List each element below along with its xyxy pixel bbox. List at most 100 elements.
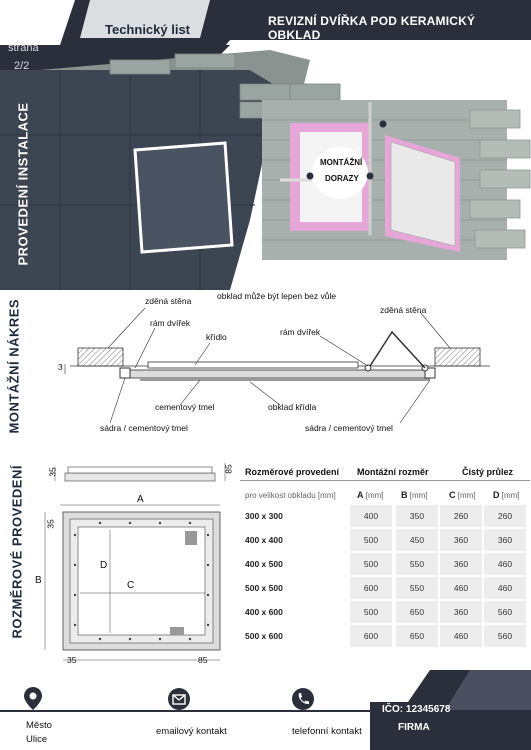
footer-phone[interactable]: telefonní kontakt (292, 726, 362, 737)
table-cell-value: 500 (363, 607, 379, 617)
page-number: 2/2 (14, 60, 30, 72)
footer-street: Ulice (26, 734, 48, 745)
table-cell-value: 600 (363, 631, 379, 641)
table-cell-bg (440, 577, 482, 599)
table-cell-value: 450 (409, 535, 425, 545)
label-right-wall: zděná stěna (380, 305, 427, 315)
label-left-wall: zděná stěna (145, 296, 192, 306)
table-cell-value: 350 (409, 511, 425, 521)
table-cell-value: 650 (409, 631, 425, 641)
table-cell-bg (396, 601, 438, 623)
table-header-mounting: Montážní rozměr (357, 467, 429, 477)
table-cell-bg (440, 553, 482, 575)
table-cell-bg (350, 529, 392, 551)
table-cell-bg (484, 505, 526, 527)
table-cell-bg (350, 577, 392, 599)
table-cell-bg (396, 625, 438, 647)
table-cell-value: 650 (409, 607, 425, 617)
dim-D: D (100, 560, 108, 571)
table-cell-value: 550 (409, 583, 425, 593)
table-cell-bg (484, 529, 526, 551)
table-cell-bg (396, 577, 438, 599)
table-cell-bg (484, 577, 526, 599)
dimensions-table: Rozměrové provedení Montážní rozměr Čist… (240, 463, 530, 663)
label-plaster-right: sádra / cementový tmel (305, 423, 393, 433)
table-cell-bg (484, 625, 526, 647)
table-cell-bg (396, 505, 438, 527)
table-cell-tile-size: 500 x 500 (245, 583, 283, 593)
installation-render (0, 50, 531, 290)
table-cell-value: 460 (453, 583, 469, 593)
footer-company: FIRMA (398, 722, 430, 733)
page-label: strana (8, 42, 39, 54)
mounting-diagram (64, 307, 490, 424)
table-cell-bg (440, 529, 482, 551)
table-cell-value: 560 (497, 607, 513, 617)
footer-background (0, 670, 531, 750)
section-dimensions-label: ROZMĚROVÉ PROVEDENÍ (9, 465, 25, 639)
section-installation-label: PROVEDENÍ INSTALACE (15, 102, 31, 266)
location-icon (22, 686, 44, 710)
table-cell-bg (396, 529, 438, 551)
table-cell-value: 460 (453, 631, 469, 641)
table-cell-value: 360 (453, 535, 469, 545)
table-cell-value: 360 (453, 559, 469, 569)
dim-C: C (127, 580, 135, 591)
note-tile-no-gap: obklad může být lepen bez vůle (217, 291, 337, 301)
table-subheader-A: A [mm] (357, 490, 384, 500)
dimension-drawing (44, 463, 226, 661)
header-right-title: REVIZNÍ DVÍŘKA POD KERAMICKÝ OBKLAD (268, 14, 476, 42)
dim-85-top: 85 (223, 464, 234, 474)
callout-line1: MONTÁŽNÍ (320, 158, 363, 167)
table-subheader-C: C [mm] (449, 490, 476, 500)
table-cell-tile-size: 300 x 300 (245, 511, 283, 521)
table-cell-bg (350, 601, 392, 623)
label-plaster-left: sádra / cementový tmel (100, 423, 188, 433)
table-header-variant: Rozměrové provedení (245, 467, 340, 477)
callout-line2: DORAZY (325, 174, 359, 183)
table-cell-bg (440, 505, 482, 527)
table-cell-value: 550 (409, 559, 425, 569)
header-left-title: Technický list (105, 22, 191, 37)
label-dimension-3: 3 (58, 362, 63, 372)
dim-B: B (35, 575, 42, 586)
dim-A: A (137, 494, 144, 505)
label-wing-tiling: obklad křídla (268, 402, 317, 412)
table-cell-value: 600 (363, 583, 379, 593)
table-cell-bg (350, 553, 392, 575)
table-cell-bg (350, 625, 392, 647)
table-cell-value: 400 (363, 511, 379, 521)
table-cell-value: 260 (497, 511, 513, 521)
table-cell-bg (484, 601, 526, 623)
footer-ico: IČO: 12345678 (382, 704, 451, 715)
table-cell-value: 260 (453, 511, 469, 521)
dim-35-top: 35 (47, 467, 58, 477)
label-frame-left: rám dvířek (150, 318, 191, 328)
table-cell-bg (440, 601, 482, 623)
footer-city: Město (26, 720, 52, 731)
table-header-clear-opening: Čistý průlez (462, 467, 514, 477)
label-cement-mortar: cementový tmel (155, 402, 215, 412)
table-cell-tile-size: 500 x 600 (245, 631, 283, 641)
table-cell-tile-size: 400 x 500 (245, 559, 283, 569)
email-icon (168, 688, 190, 710)
table-subheader-B: B [mm] (401, 490, 428, 500)
dim-35-bottom: 35 (67, 655, 77, 665)
table-cell-bg (440, 625, 482, 647)
table-cell-tile-size: 400 x 400 (245, 535, 283, 545)
header-background (0, 0, 531, 70)
footer-email[interactable]: emailový kontakt (156, 726, 227, 737)
table-cell-value: 500 (363, 559, 379, 569)
table-cell-value: 560 (497, 631, 513, 641)
table-cell-bg (396, 553, 438, 575)
section-mounting-label: MONTÁŽNÍ NÁKRES (6, 298, 22, 434)
label-frame-right: rám dvířek (280, 327, 321, 337)
table-cell-bg (484, 553, 526, 575)
dim-35-left: 35 (45, 519, 56, 529)
table-subheader-D: D [mm] (493, 490, 520, 500)
phone-icon (292, 688, 314, 710)
table-cell-value: 360 (497, 535, 513, 545)
label-wing: křídlo (206, 332, 227, 342)
table-cell-value: 460 (497, 583, 513, 593)
table-cell-value: 500 (363, 535, 379, 545)
